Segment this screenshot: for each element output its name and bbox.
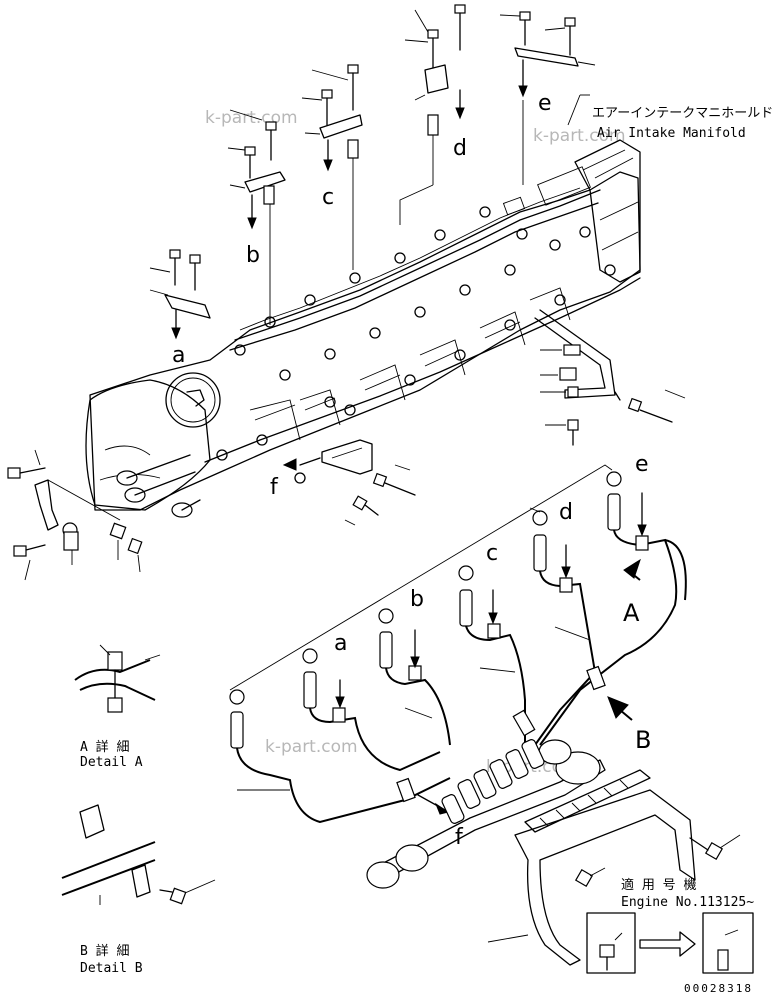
- label-d-tubes: d: [559, 500, 573, 525]
- bolt-icon: [169, 249, 201, 291]
- air-intake-manifold: [85, 139, 641, 518]
- watermark-3: k-part.com: [265, 737, 358, 757]
- detail-a: A 詳 細 Detail A: [74, 644, 161, 770]
- clamp-b-icon: [244, 171, 286, 193]
- drawing-code: 00028318: [684, 982, 753, 995]
- fuel-block: [366, 739, 741, 966]
- label-e-tubes: e: [635, 452, 649, 477]
- watermark-2: k-part.com: [533, 126, 626, 146]
- detail-b-jp: B 詳 細: [80, 943, 129, 959]
- view-label-a: A: [623, 599, 640, 627]
- label-b-top: b: [246, 243, 260, 268]
- clamp-e-icon: [514, 47, 579, 67]
- detail-b: B 詳 細 Detail B: [61, 804, 216, 976]
- label-b-tubes: b: [410, 587, 424, 612]
- clamp-a-icon: [164, 294, 211, 319]
- label-f-tubes: f: [455, 825, 464, 850]
- clamp-d-icon: [424, 64, 449, 94]
- detail-b-en: Detail B: [80, 961, 143, 976]
- view-arrow-a-icon: [623, 558, 641, 579]
- connector-markers: [229, 471, 622, 705]
- upper-bolts-and-clamps: a b c d: [149, 4, 686, 526]
- label-c-top: c: [322, 185, 334, 210]
- label-a-tubes: a: [334, 631, 347, 656]
- watermark-1: k-part.com: [205, 108, 298, 128]
- applicable-jp: 適 用 号 機: [621, 877, 696, 893]
- detail-a-jp: A 詳 細: [80, 739, 129, 755]
- manifold-label-jp: エアーインテークマニホールド: [592, 106, 773, 121]
- fitting-icons: [230, 493, 621, 749]
- label-a-top: a: [172, 343, 185, 368]
- left-small-parts: [7, 449, 143, 581]
- manifold-label-en: Air Intake Manifold: [597, 126, 746, 141]
- label-e-top: e: [538, 91, 552, 116]
- label-c-tubes: c: [486, 541, 498, 566]
- label-f-top: f: [270, 475, 279, 500]
- clamp-c-icon: [319, 114, 363, 139]
- change-note: 適 用 号 機 Engine No.113125~: [586, 877, 754, 974]
- pipe-harness: a b c d e A B f: [229, 452, 687, 850]
- change-arrow-icon: [639, 931, 696, 957]
- label-d-top: d: [453, 136, 467, 161]
- applicable-en: Engine No.113125~: [621, 895, 754, 910]
- view-label-b: B: [635, 726, 651, 754]
- detail-a-en: Detail A: [80, 755, 143, 770]
- bracket-icon: [34, 479, 59, 531]
- manifold-label: エアーインテークマニホールド Air Intake Manifold: [567, 94, 773, 141]
- banjo-fittings: [441, 739, 545, 824]
